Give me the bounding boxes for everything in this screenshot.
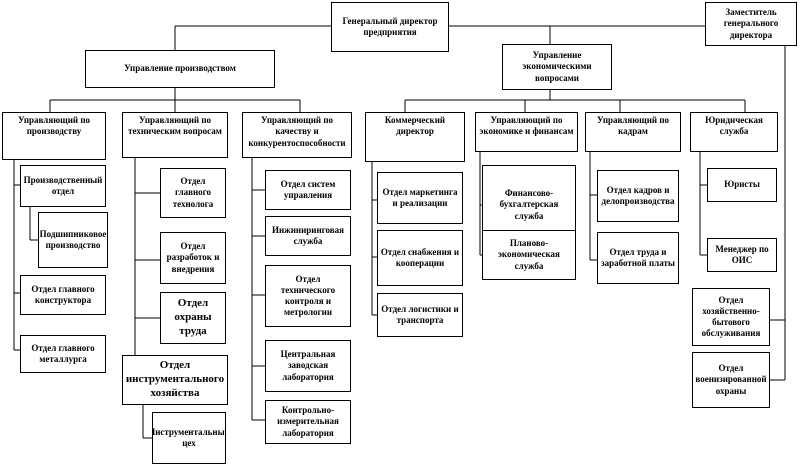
col2-item-4: Отдел инструментального хозяйства bbox=[122, 355, 228, 405]
col2-head: Управляющий по техническим вопросам bbox=[122, 112, 228, 158]
col7-item-2: Менеджер по ОИС bbox=[707, 238, 777, 272]
col3-item-2: Инжиниринговая служба bbox=[265, 216, 351, 256]
col2-item-2: Отдел разработок и внедрения bbox=[160, 232, 226, 284]
col4-head: Коммерческий директор bbox=[365, 112, 465, 162]
ceo-box: Генеральный директор предприятия bbox=[331, 2, 449, 52]
economic-management-box: Управление экономическими вопросами bbox=[502, 44, 612, 90]
col1-item-1: Производственный отдел bbox=[20, 165, 106, 207]
col5-head: Управляющий по экономике и финансам bbox=[475, 112, 578, 152]
col4-item-1: Отдел маркетинга и реализации bbox=[377, 172, 463, 224]
col4-item-2: Отдел снабжения и кооперации bbox=[377, 230, 463, 286]
deputy-item-1: Отдел хозяйственно-бытового обслуживания bbox=[692, 288, 770, 346]
col2-item-5: Инструментальный цех bbox=[152, 412, 226, 464]
production-management-box: Управление производством bbox=[85, 50, 275, 88]
col6-item-1: Отдел кадров и делопроизводства bbox=[597, 170, 679, 222]
col3-item-3: Отдел технического контроля и метрологии bbox=[265, 265, 351, 327]
col1-item-2: Подшипниковое производство bbox=[38, 212, 108, 268]
col3-item-4: Центральная заводская лаборатория bbox=[265, 340, 351, 392]
col6-item-2: Отдел труда и заработной платы bbox=[597, 232, 679, 284]
col7-item-1: Юристы bbox=[707, 168, 777, 202]
col1-head: Управляющий по производству bbox=[2, 112, 106, 160]
deputy-item-2: Отдел военизированной охраны bbox=[692, 352, 770, 408]
col3-head: Управляющий по качеству и конкурентоспос… bbox=[242, 112, 352, 158]
deputy-box: Заместитель генерального директора bbox=[705, 2, 797, 46]
col1-item-4: Отдел главного металлурга bbox=[20, 335, 106, 373]
col6-head: Управляющий по кадрам bbox=[585, 112, 681, 152]
col2-item-3: Отдел охраны труда bbox=[160, 292, 226, 344]
col5-item-2: Планово-экономическая служба bbox=[482, 230, 576, 280]
col3-item-1: Отдел систем управления bbox=[265, 170, 351, 210]
col3-item-5: Контрольно-измерительная лаборатория bbox=[265, 400, 351, 444]
col4-item-3: Отдел логистики и транспорта bbox=[377, 293, 463, 337]
col7-head: Юридическая служба bbox=[690, 112, 778, 152]
col2-item-1: Отдел главного технолога bbox=[160, 168, 226, 218]
col1-item-3: Отдел главного конструктора bbox=[20, 275, 106, 315]
